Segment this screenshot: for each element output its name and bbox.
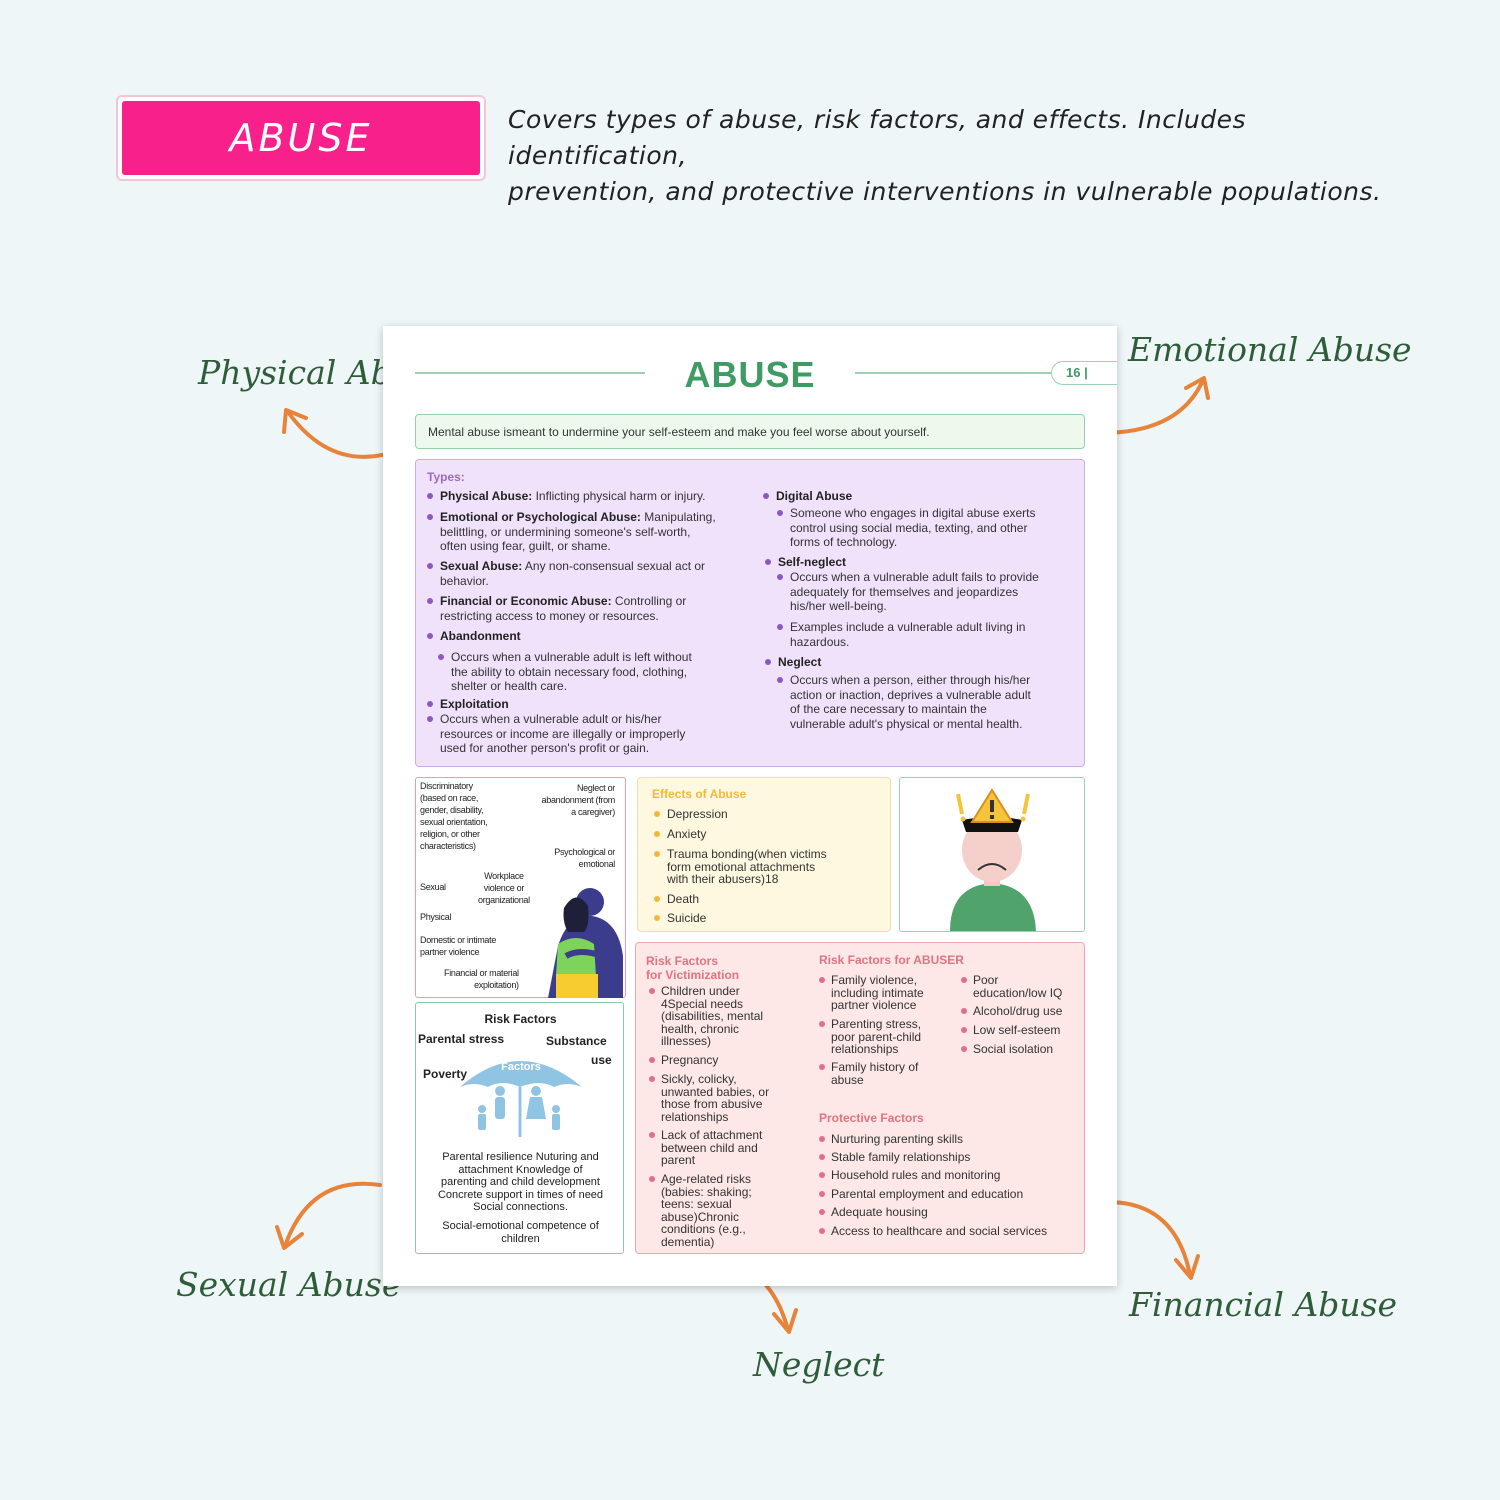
victim-risk-item: Pregnancy: [648, 1053, 719, 1067]
types-heading: Types:: [427, 470, 465, 484]
arrow-sexual-head: [275, 1225, 304, 1250]
risk-protective-umbrella-illustration: Risk Factors Parental stress Substance u…: [415, 1002, 624, 1254]
label-financial-abuse: Financial Abuse: [1129, 1285, 1398, 1324]
header-description: Covers types of abuse, risk factors, and…: [508, 105, 1382, 206]
title-rule-left: [415, 372, 645, 374]
types-of-abuse-illustration: Discriminatory (based on race, gender, d…: [415, 777, 626, 998]
label-emotional-abuse: Emotional Abuse: [1128, 330, 1412, 369]
page-number: 16 |: [1051, 361, 1117, 385]
risk-factors-section: Risk Factors for Victimization Children …: [635, 942, 1085, 1254]
protective-heading: Protective Factors: [819, 1111, 924, 1125]
abuser-risk-item: Low self-esteem: [960, 1023, 1061, 1037]
title-rule-right: [855, 372, 1051, 374]
abuser-risk-item: Social isolation: [960, 1042, 1054, 1056]
arrow-neglect-head: [772, 1308, 798, 1334]
effects-section: Effects of Abuse Depression Anxiety Trau…: [637, 777, 891, 932]
type-self-neglect-desc: Occurs when a vulnerable adult fails to …: [777, 570, 1039, 613]
title-badge: ABUSE: [116, 95, 486, 181]
label-neglect: Neglect: [753, 1345, 885, 1384]
arrow-emotional-head: [1184, 376, 1210, 400]
label-sexual-abuse: Sexual Abuse: [176, 1265, 402, 1304]
abuser-heading: Risk Factors for ABUSER: [819, 953, 964, 967]
effect-item: Anxiety: [653, 827, 707, 841]
effect-item: Suicide: [653, 911, 707, 925]
victim-risk-item: Age-related risks(babies: shaking;teens:…: [649, 1172, 752, 1249]
effects-heading: Effects of Abuse: [652, 787, 747, 801]
protective-item: Adequate housing: [819, 1205, 928, 1219]
protective-item: Nurturing parenting skills: [818, 1132, 964, 1146]
types-section: Types: Physical Abuse: Inflicting physic…: [415, 459, 1085, 767]
warning-person-illustration: [899, 777, 1085, 932]
type-sexual: Sexual Abuse: Any non-consensual sexual …: [426, 559, 706, 588]
type-digital-desc: Someone who engages in digital abuse exe…: [777, 506, 1036, 549]
type-physical: Physical Abuse: Inflicting physical harm…: [426, 489, 706, 503]
effect-item: Trauma bonding(when victims form emotion…: [654, 847, 827, 886]
arrow-sexual: [283, 1181, 382, 1248]
type-exploitation-desc: Occurs when a vulnerable adult or his/he…: [426, 712, 686, 755]
type-abandonment: Abandonment: [427, 629, 521, 643]
type-self-neglect-example: Examples include a vulnerable adult livi…: [776, 620, 1026, 649]
effect-item: Depression: [654, 807, 728, 821]
stressed-person-icon: [950, 788, 1036, 931]
effect-item: Death: [653, 892, 700, 906]
arrow-financial-head: [1174, 1254, 1200, 1280]
abuser-risk-item: Alcohol/drug use: [960, 1004, 1063, 1018]
type-exploitation: Exploitation: [427, 697, 509, 711]
type-neglect: Neglect: [764, 655, 822, 669]
type-emotional: Emotional or Psychological Abuse: Manipu…: [427, 510, 716, 553]
arrow-physical: [286, 410, 392, 459]
type-financial: Financial or Economic Abuse: Controlling…: [426, 594, 687, 623]
umbrella-family-icon: [460, 1061, 582, 1137]
victimization-heading: Risk Factors for Victimization: [646, 954, 740, 982]
type-abandonment-desc: Occurs when a vulnerable adult is left w…: [438, 650, 692, 693]
page-title: ABUSE: [684, 354, 816, 395]
protective-item: Access to healthcare and social services: [818, 1224, 1048, 1238]
arrow-physical-head: [282, 408, 308, 434]
protective-item: Household rules and monitoring: [818, 1168, 1001, 1182]
document-page: ABUSE 16 | Mental abuse ismeant to under…: [383, 326, 1117, 1286]
protective-item: Stable family relationships: [818, 1150, 971, 1164]
intro-box: Mental abuse ismeant to undermine your s…: [415, 414, 1085, 449]
arrow-emotional: [1102, 378, 1205, 435]
title-badge-text: ABUSE: [122, 101, 480, 175]
protective-item: Parental employment and education: [818, 1187, 1024, 1201]
type-self-neglect: Self-neglect: [764, 555, 847, 569]
type-digital: Digital Abuse: [762, 489, 853, 503]
arrow-financial: [1102, 1199, 1192, 1277]
type-neglect-desc: Occurs when a person, either through his…: [777, 673, 1031, 731]
woman-with-shadow-figure: [548, 888, 623, 998]
